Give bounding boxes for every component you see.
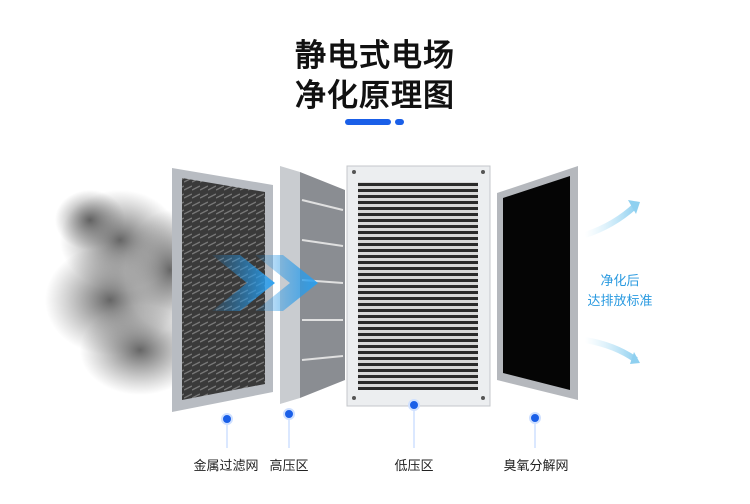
label-ozone-filter: 臭氧分解网 (503, 459, 569, 474)
title-line-2: 净化原理图 (295, 78, 455, 114)
marker-dot (221, 413, 233, 425)
marker-dot (408, 399, 420, 411)
callout-markers (226, 410, 536, 448)
metal-filter-panel (172, 168, 273, 412)
label-high-voltage: 高压区 (269, 459, 309, 474)
marker-dot (529, 412, 541, 424)
title-underline (345, 119, 391, 125)
high-voltage-panel (280, 166, 345, 404)
label-metal-filter: 金属过滤网 (193, 459, 259, 474)
result-text-line-2: 达排放标准 (587, 294, 653, 309)
label-low-voltage: 低压区 (394, 459, 434, 474)
title-underline-dot (395, 119, 404, 125)
clean-air-arrows (584, 200, 640, 364)
title-line-1: 静电式电场 (295, 38, 455, 74)
marker-dot (283, 408, 295, 420)
blue-flow-arrows (212, 255, 318, 311)
low-voltage-panel (346, 165, 491, 407)
result-text-line-1: 净化后 (600, 274, 640, 289)
ozone-decomposition-panel (497, 166, 578, 400)
